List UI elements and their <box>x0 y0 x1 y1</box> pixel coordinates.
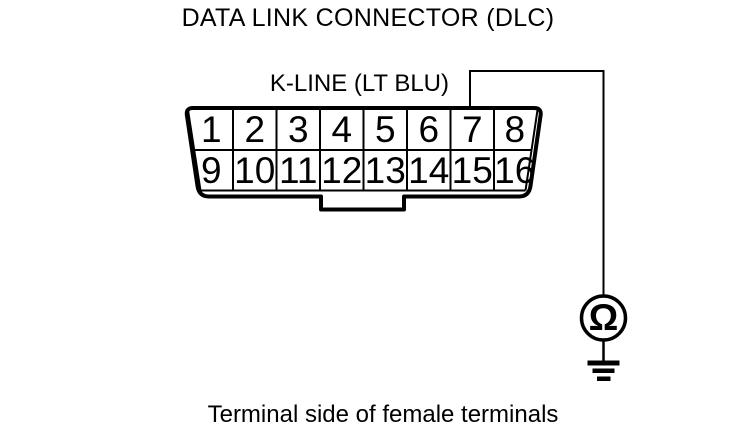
pin-1: 1 <box>200 109 222 150</box>
page-title: DATA LINK CONNECTOR (DLC) <box>181 4 555 32</box>
pin-6: 6 <box>418 109 440 150</box>
pin-5: 5 <box>374 109 396 150</box>
ohmmeter-symbol: Ω <box>588 297 619 338</box>
pin-10: 10 <box>234 150 276 191</box>
ground-bar-2 <box>592 368 615 373</box>
pin-12: 12 <box>321 150 363 191</box>
pin-4: 4 <box>331 109 353 150</box>
pin-grid <box>187 109 539 192</box>
connector-outline <box>184 106 543 212</box>
pin-7: 7 <box>461 109 483 150</box>
pin-13: 13 <box>364 150 406 191</box>
k-line-label: K-LINE (LT BLU) <box>269 70 449 97</box>
ground-bar-3 <box>597 376 611 381</box>
ground-icon <box>587 360 620 381</box>
probe-wire <box>469 70 605 296</box>
pin-14: 14 <box>408 150 450 191</box>
pin-8: 8 <box>504 109 526 150</box>
ground-bar-1 <box>587 360 620 366</box>
pin-15: 15 <box>451 150 493 191</box>
pin-3: 3 <box>287 109 309 150</box>
pin-2: 2 <box>244 109 266 150</box>
pin-11: 11 <box>279 150 318 191</box>
pin-9: 9 <box>200 150 222 191</box>
caption: Terminal side of female terminals <box>207 401 559 428</box>
pin-16: 16 <box>494 150 536 191</box>
